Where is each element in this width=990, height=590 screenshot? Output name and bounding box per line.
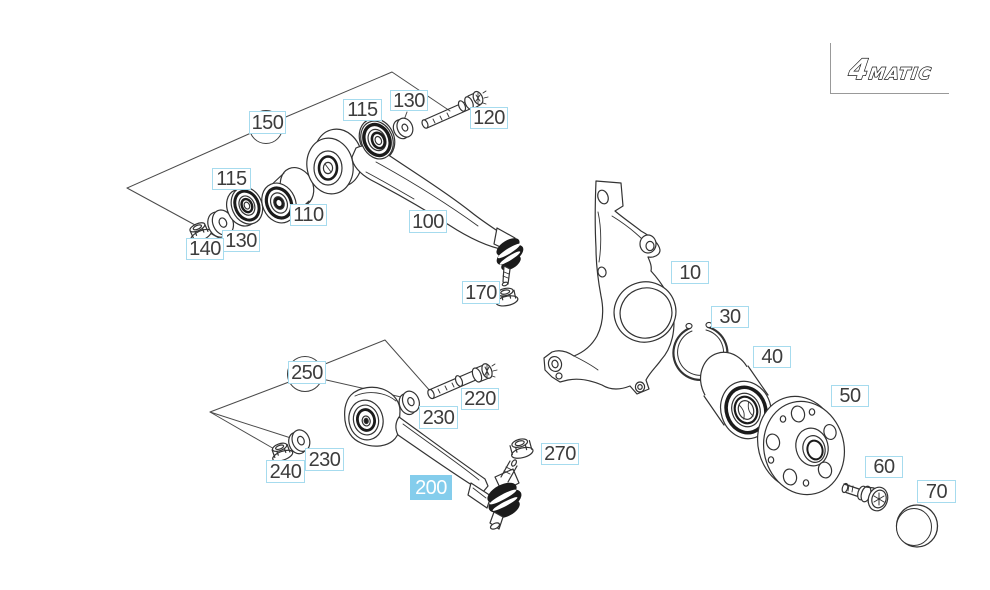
part-callout-140[interactable]: 140 — [186, 238, 224, 260]
upper-control-arm-100[interactable] — [302, 113, 526, 287]
washer-230-right[interactable] — [396, 389, 423, 417]
nut-270[interactable] — [508, 437, 534, 461]
4matic-logo-text: 4MATIC — [846, 53, 935, 86]
part-callout-100[interactable]: 100 — [409, 210, 447, 233]
washer-230-left[interactable] — [285, 427, 313, 456]
wheel-hub-50[interactable] — [748, 388, 854, 504]
part-callout-230[interactable]: 230 — [419, 406, 458, 429]
part-callout-240[interactable]: 240 — [266, 460, 305, 483]
part-callout-250[interactable]: 250 — [288, 361, 326, 384]
part-callout-120[interactable]: 120 — [470, 107, 508, 129]
part-callout-10[interactable]: 10 — [671, 261, 709, 284]
part-callout-110[interactable]: 110 — [290, 204, 327, 226]
part-callout-70[interactable]: 70 — [917, 480, 956, 503]
part-callout-150[interactable]: 150 — [249, 111, 286, 134]
wheel-bearing-40[interactable] — [693, 346, 778, 446]
part-callout-30[interactable]: 30 — [711, 306, 749, 328]
dust-cap-70[interactable] — [895, 504, 939, 548]
part-callout-130[interactable]: 130 — [390, 90, 428, 111]
part-callout-220[interactable]: 220 — [461, 388, 499, 410]
4matic-badge-frame: 4MATIC — [830, 43, 949, 94]
part-callout-130-2[interactable]: 130 — [222, 230, 260, 252]
part-callout-60[interactable]: 60 — [865, 456, 903, 478]
nut-240[interactable] — [269, 440, 294, 463]
seal-rings-115-top[interactable] — [355, 116, 399, 164]
hub-bolt-60[interactable] — [841, 482, 890, 513]
part-callout-40[interactable]: 40 — [753, 346, 791, 368]
rubber-bushing-110[interactable] — [256, 162, 320, 228]
part-callout-270[interactable]: 270 — [541, 443, 579, 465]
part-callout-230-2[interactable]: 230 — [305, 448, 344, 471]
part-callout-115[interactable]: 115 — [343, 99, 382, 121]
washer-130-left[interactable] — [204, 207, 237, 241]
steering-knuckle-10[interactable] — [543, 180, 684, 395]
washer-130-top[interactable] — [390, 116, 415, 142]
bolt-220[interactable] — [427, 362, 498, 400]
part-callout-200[interactable]: 200 — [410, 475, 452, 500]
part-callout-170[interactable]: 170 — [462, 281, 500, 304]
part-callout-50[interactable]: 50 — [831, 385, 869, 407]
4matic-logo: 4MATIC — [845, 52, 935, 86]
part-callout-115-2[interactable]: 115 — [212, 168, 251, 190]
ball-bearing-115-left[interactable] — [221, 182, 268, 231]
lower-control-arm-200[interactable] — [344, 386, 525, 530]
assembly-axis-lines — [126, 71, 451, 451]
